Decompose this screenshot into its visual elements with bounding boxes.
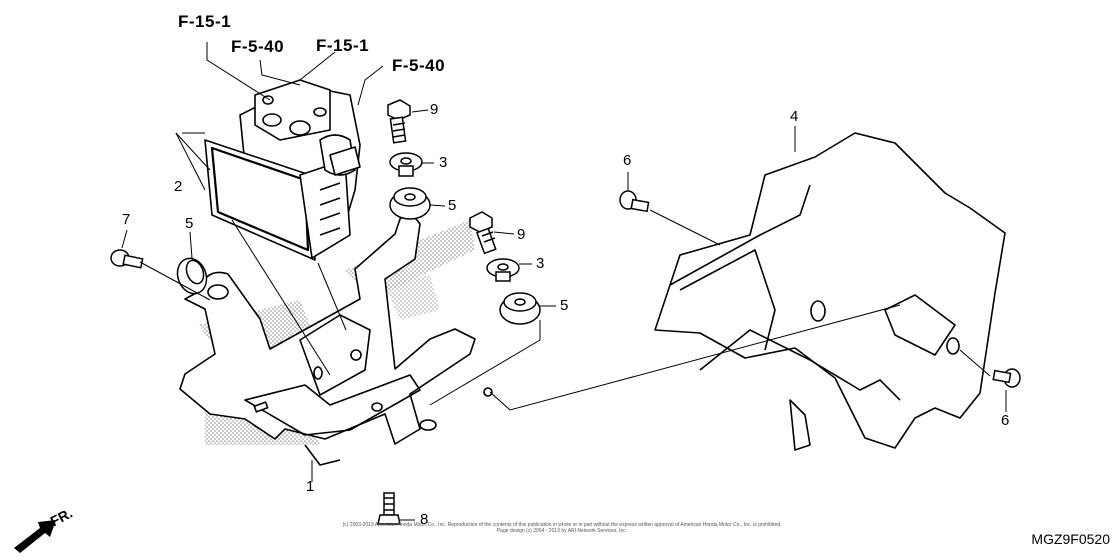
grommet-5-lower	[499, 292, 541, 325]
bolt-9-upper	[387, 99, 411, 144]
front-arrow-icon	[14, 520, 56, 553]
collar-3-upper	[389, 152, 423, 177]
bolt-6-left	[619, 190, 650, 213]
callout-1[interactable]: 1	[306, 478, 315, 495]
copyright-notice: (c) 2003-2013 American Honda Motor Co., …	[312, 522, 812, 534]
abs-stay-bracket[interactable]	[179, 214, 493, 466]
callout-6-right[interactable]: 6	[1001, 412, 1010, 429]
ref-f15-1-upper[interactable]: F-15-1	[178, 12, 232, 31]
callout-3-upper[interactable]: 3	[439, 154, 448, 171]
callout-6-left[interactable]: 6	[623, 152, 632, 169]
callout-7[interactable]: 7	[122, 211, 131, 228]
ref-f15-1-right[interactable]: F-15-1	[316, 36, 370, 55]
ref-f5-40-right[interactable]: F-5-40	[392, 56, 446, 75]
ref-f5-40-upper[interactable]: F-5-40	[231, 37, 285, 56]
callout-5-left[interactable]: 5	[185, 215, 194, 232]
grommet-5-upper	[389, 187, 431, 220]
bolt-6-right	[992, 368, 1021, 388]
callout-5-lower[interactable]: 5	[560, 297, 569, 314]
bolt-8	[377, 492, 401, 525]
grommet-5-left	[176, 257, 208, 295]
copyright-line-1: (c) 2003-2013 American Honda Motor Co., …	[342, 522, 782, 528]
diagram-code: MGZ9F0520	[1031, 531, 1110, 547]
callout-8[interactable]: 8	[420, 511, 429, 528]
callout-4[interactable]: 4	[790, 108, 799, 125]
callout-9-lower[interactable]: 9	[517, 226, 526, 243]
callout-3-lower[interactable]: 3	[536, 255, 545, 272]
under-cover[interactable]	[654, 132, 1006, 451]
callout-2[interactable]: 2	[174, 178, 183, 195]
callout-5-upper[interactable]: 5	[448, 197, 457, 214]
collar-3-lower	[486, 258, 520, 282]
leader-lines	[121, 42, 1007, 521]
bolt-7	[110, 249, 144, 269]
copyright-line-2: Page design (c) 2004 - 2013 by ARI Netwo…	[496, 528, 628, 534]
callout-9-upper[interactable]: 9	[430, 101, 439, 118]
fasteners[interactable]	[110, 99, 1021, 525]
abs-modulator[interactable]	[204, 79, 361, 261]
bolt-9-lower	[469, 211, 497, 255]
